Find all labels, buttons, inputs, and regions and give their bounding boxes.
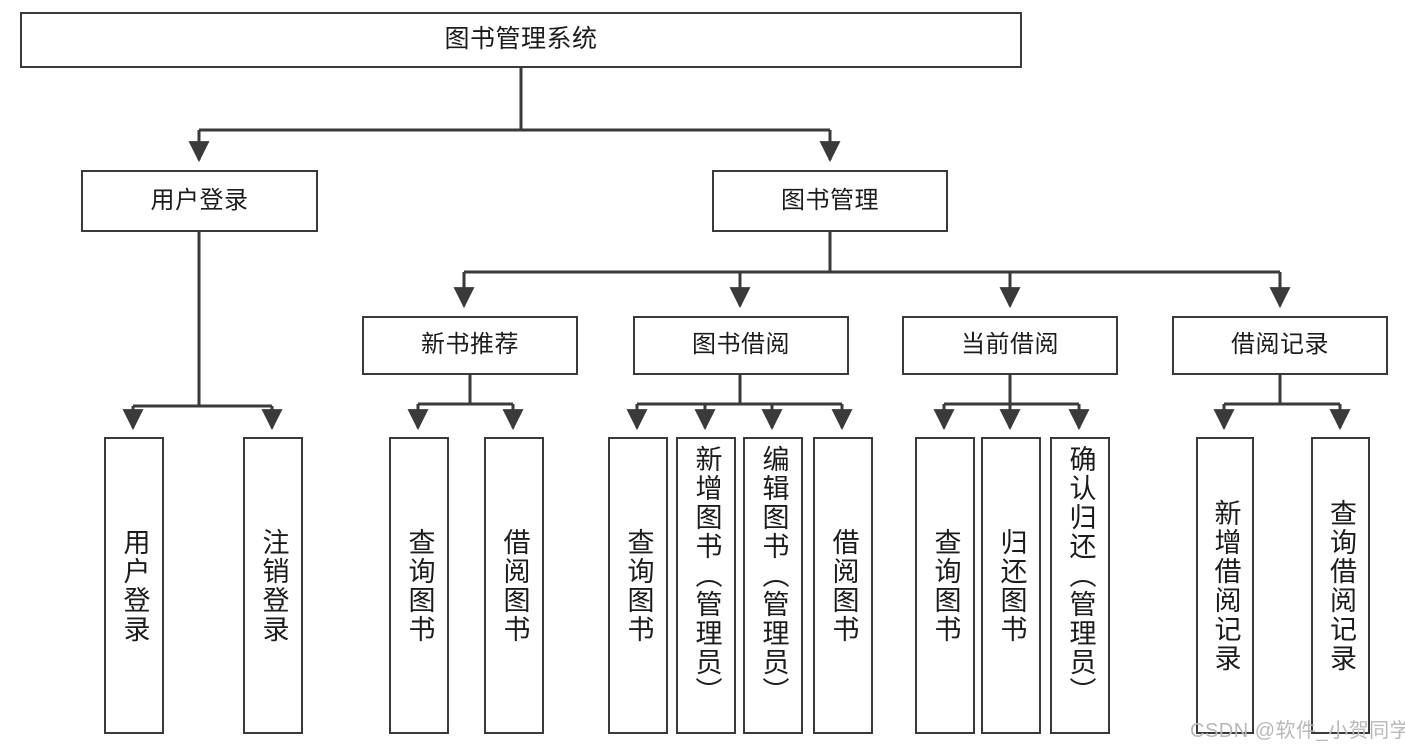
node-borrow-record-label: 借阅记录 [1231,331,1329,359]
node-root[interactable]: 图书管理系统 [20,12,1022,68]
node-book-borrow-label: 图书借阅 [692,331,790,359]
node-leaf-query-record-label: 查询借阅记录 [1326,498,1356,673]
node-leaf-add-record[interactable]: 新增借阅记录 [1196,437,1254,734]
node-leaf-query-book-3-label: 查询图书 [930,527,961,644]
node-leaf-add-book-label: 新增图书（管理员） [691,445,722,706]
node-book-mgmt[interactable]: 图书管理 [712,170,948,232]
node-current-borrow[interactable]: 当前借阅 [902,316,1118,375]
node-leaf-query-book-1-label: 查询图书 [404,527,435,644]
node-root-label: 图书管理系统 [444,25,598,54]
node-user-login-label: 用户登录 [150,186,249,214]
node-new-book-rec[interactable]: 新书推荐 [362,316,578,375]
node-leaf-return-book-label: 归还图书 [996,527,1027,644]
node-leaf-query-record[interactable]: 查询借阅记录 [1311,437,1370,734]
node-leaf-query-book-1[interactable]: 查询图书 [389,437,449,734]
node-current-borrow-label: 当前借阅 [961,331,1059,359]
node-leaf-edit-book-label: 编辑图书（管理员） [758,445,789,706]
node-leaf-user-login-label: 用户登录 [119,527,150,644]
node-new-book-rec-label: 新书推荐 [421,331,519,359]
node-leaf-return-book[interactable]: 归还图书 [981,437,1041,734]
node-leaf-user-login[interactable]: 用户登录 [104,437,164,734]
node-book-borrow[interactable]: 图书借阅 [633,316,849,375]
node-leaf-borrow-book-1[interactable]: 借阅图书 [484,437,544,734]
watermark-text: CSDN @软件_小贺同学 [1190,720,1405,742]
node-leaf-borrow-book-2[interactable]: 借阅图书 [813,437,873,734]
node-leaf-query-book-2[interactable]: 查询图书 [608,437,668,734]
node-leaf-query-book-3[interactable]: 查询图书 [915,437,975,734]
node-leaf-confirm-return[interactable]: 确认归还（管理员） [1050,437,1110,734]
node-book-mgmt-label: 图书管理 [781,186,879,214]
node-leaf-logout-label: 注销登录 [258,527,289,644]
node-borrow-record[interactable]: 借阅记录 [1172,316,1388,375]
node-leaf-logout[interactable]: 注销登录 [243,437,303,734]
node-leaf-borrow-book-1-label: 借阅图书 [499,527,530,644]
node-leaf-confirm-return-label: 确认归还（管理员） [1065,445,1096,706]
node-leaf-edit-book[interactable]: 编辑图书（管理员） [743,437,803,734]
node-leaf-query-book-2-label: 查询图书 [623,527,654,644]
node-user-login[interactable]: 用户登录 [81,170,318,232]
node-leaf-borrow-book-2-label: 借阅图书 [828,527,859,644]
node-leaf-add-record-label: 新增借阅记录 [1210,498,1241,673]
node-leaf-add-book[interactable]: 新增图书（管理员） [676,437,736,734]
